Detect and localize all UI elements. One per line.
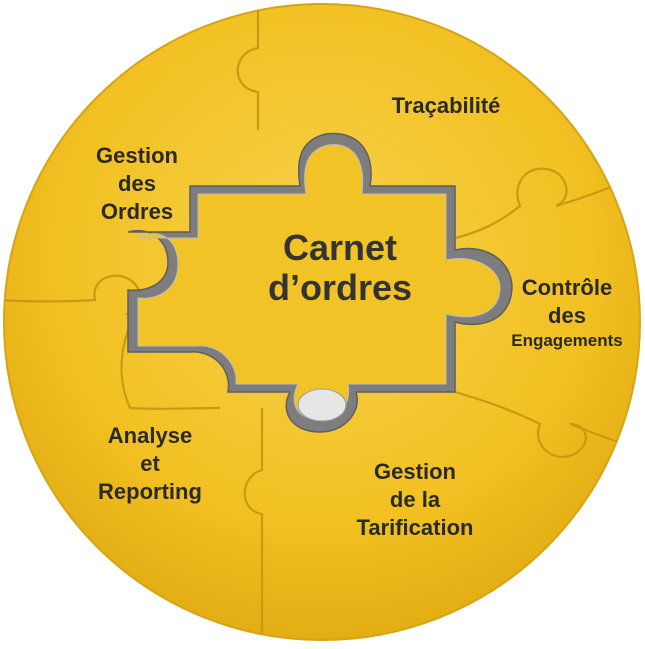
- gestion-ordres-line2: des: [118, 171, 156, 197]
- controle-line2: des: [548, 303, 586, 329]
- center-title-line2: d’ordres: [267, 267, 413, 309]
- center-title: Carnet d’ordres: [240, 227, 440, 309]
- piece-line-bottom: [243, 408, 264, 640]
- piece-label-tarification: Gestion de la Tarification: [330, 458, 500, 542]
- piece-label-tracabilite: Traçabilité: [366, 92, 526, 120]
- piece-label-controle: Contrôle des Engagements: [496, 274, 638, 352]
- center-hole-floor: [137, 144, 501, 421]
- tarification-line3: Tarification: [356, 515, 474, 541]
- tracabilite-line1: Traçabilité: [391, 93, 501, 118]
- center-hole-bottom-shadow: [297, 388, 347, 422]
- tarification-line2: de la: [389, 487, 441, 513]
- piece-label-analyse: Analyse et Reporting: [80, 422, 220, 506]
- center-title-line1: Carnet: [282, 227, 398, 268]
- center-hole: [127, 132, 513, 433]
- controle-line3: Engagements: [511, 331, 623, 351]
- analyse-line2: et: [140, 451, 160, 477]
- analyse-line1: Analyse: [107, 423, 193, 448]
- piece-line-lower-left: [120, 329, 221, 410]
- piece-line-top-left: [236, 4, 260, 130]
- gestion-ordres-line3: Ordres: [100, 199, 174, 225]
- tarification-line1: Gestion: [374, 459, 456, 484]
- gestion-ordres-line1: Gestion: [96, 143, 178, 168]
- analyse-line3: Reporting: [98, 479, 202, 505]
- controle-line1: Contrôle: [521, 275, 613, 300]
- piece-line-top-right: [454, 167, 640, 240]
- piece-line-right: [454, 390, 640, 458]
- piece-label-gestion-ordres: Gestion des Ordres: [82, 142, 192, 226]
